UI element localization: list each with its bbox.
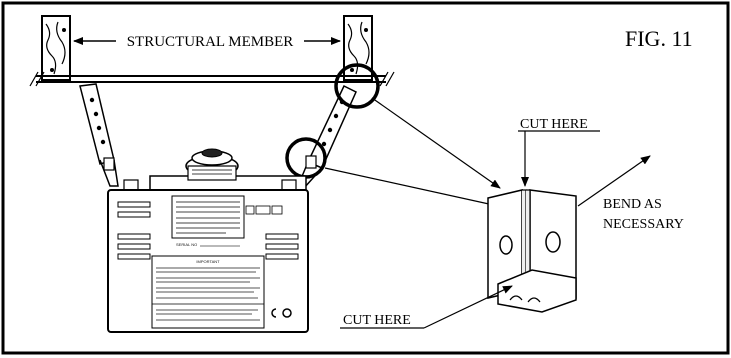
structural-member-right (343, 15, 373, 81)
opener-top-mechanism (123, 148, 307, 193)
figure-label: FIG. 11 (625, 26, 693, 51)
cut-here-top-label: CUT HERE (520, 117, 588, 132)
bend-label-line2: NECESSARY (603, 217, 684, 232)
bend-label-line1: BEND AS (603, 197, 662, 212)
pointer-arrow-lower (324, 167, 499, 208)
structural-member-left (41, 15, 71, 81)
pointer-arrow-upper (371, 97, 501, 189)
serial-label: SERIAL NO (176, 242, 197, 247)
detail-circle-upper (334, 63, 380, 109)
opener-housing: SERIAL NO IMPORTANT (107, 189, 309, 333)
structural-member-label: STRUCTURAL MEMBER (127, 34, 294, 50)
ceiling-rail (29, 71, 395, 87)
bend-arrow (577, 155, 651, 207)
detail-bracket (487, 189, 577, 313)
cut-here-bottom-arrow (423, 285, 513, 329)
cut-here-bottom-label: CUT HERE (343, 313, 411, 328)
hanging-strap-left (79, 83, 119, 187)
important-label: IMPORTANT (196, 259, 220, 264)
